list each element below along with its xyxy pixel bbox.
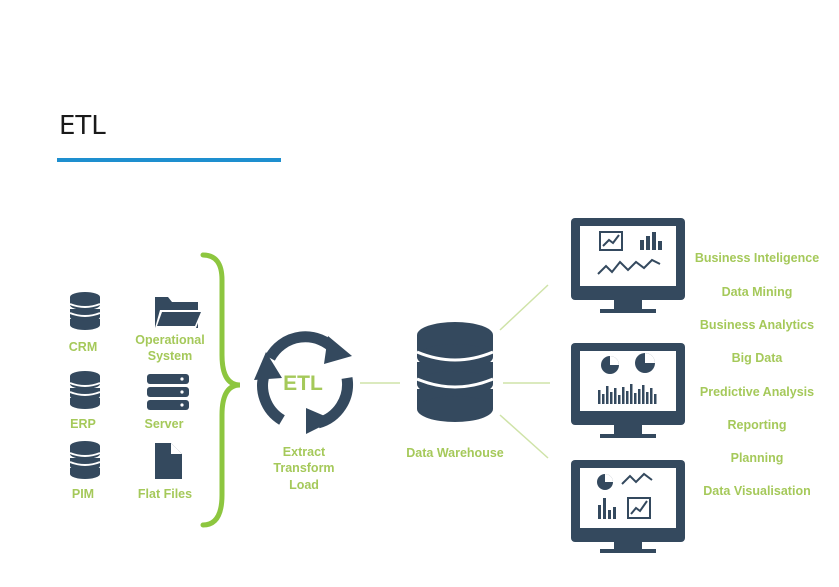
file-icon xyxy=(155,443,182,479)
grouping-brace xyxy=(200,252,241,528)
etl-transform-label: Transform xyxy=(273,461,334,475)
server-label: Server xyxy=(145,417,184,431)
monitor-icon xyxy=(571,460,685,553)
output-label: Data Visualisation xyxy=(703,484,810,498)
title-underline xyxy=(57,158,281,162)
cycle-arrows-icon xyxy=(254,331,353,434)
warehouse-label: Data Warehouse xyxy=(406,446,504,460)
output-label: Planning xyxy=(731,451,784,465)
folder-icon xyxy=(155,297,203,328)
erp-database-icon xyxy=(69,370,101,410)
crm-database-icon xyxy=(69,291,101,331)
etl-extract-label: Extract xyxy=(283,445,326,459)
warehouse-database-icon xyxy=(416,322,494,422)
operational-label-2: System xyxy=(148,349,192,363)
operational-label-1: Operational xyxy=(135,333,204,347)
crm-label: CRM xyxy=(69,340,97,354)
output-label: Business Inteligence xyxy=(695,251,819,265)
monitor-icon xyxy=(571,218,685,313)
connector-top xyxy=(499,284,549,331)
server-icon xyxy=(147,374,189,410)
etl-load-label: Load xyxy=(289,478,319,492)
pim-database-icon xyxy=(69,440,101,480)
output-label: Reporting xyxy=(727,418,786,432)
output-label: Business Analytics xyxy=(700,318,814,332)
output-label: Big Data xyxy=(732,351,784,365)
output-label: Predictive Analysis xyxy=(700,385,814,399)
erp-label: ERP xyxy=(70,417,96,431)
flat-files-label: Flat Files xyxy=(138,487,192,501)
pim-label: PIM xyxy=(72,487,94,501)
etl-badge: ETL xyxy=(283,372,323,395)
slide-title: ETL xyxy=(59,111,106,141)
output-label: Data Mining xyxy=(722,285,793,299)
monitor-icon xyxy=(571,343,685,438)
connector-bottom xyxy=(499,414,549,459)
